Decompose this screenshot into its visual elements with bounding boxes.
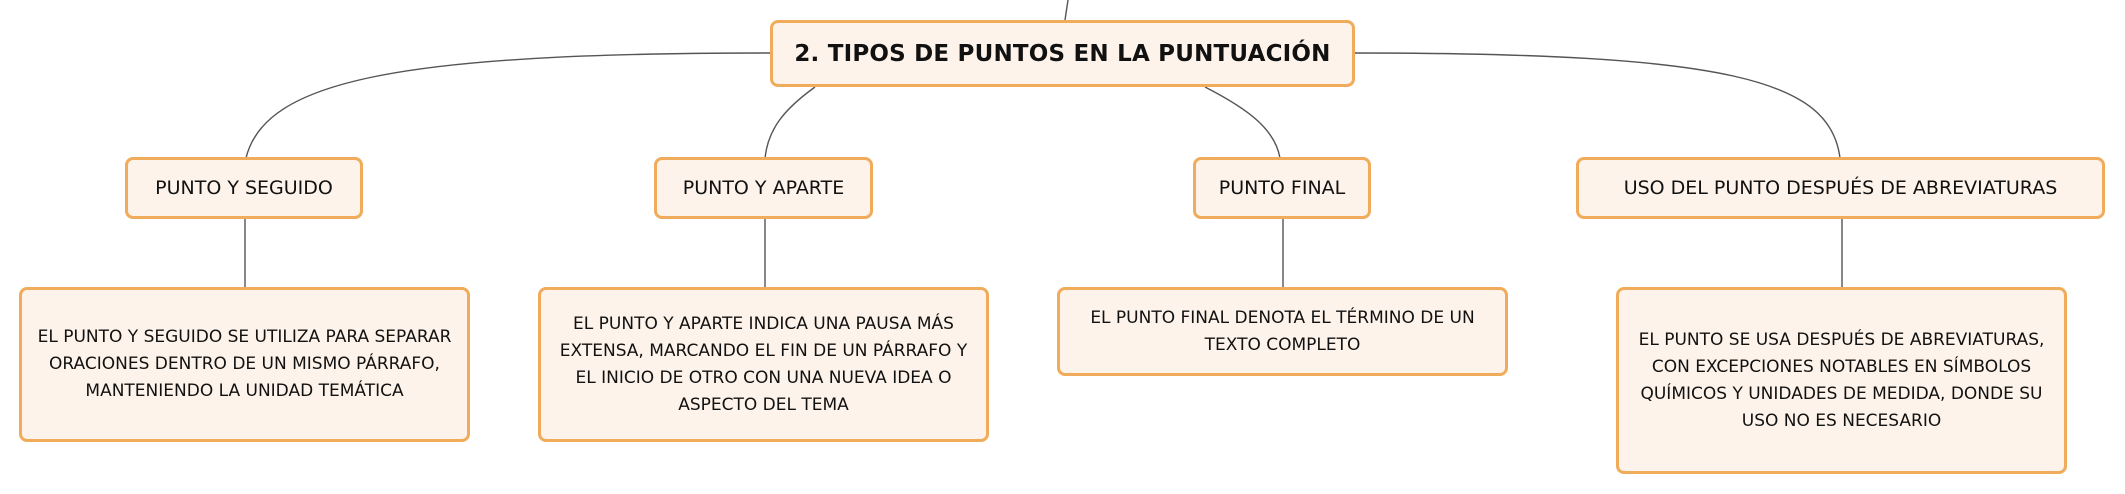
topic-node-uso-del-punto[interactable]: USO DEL PUNTO DESPUÉS DE ABREVIATURAS <box>1576 157 2105 219</box>
topic-node-punto-y-seguido[interactable]: PUNTO Y SEGUIDO <box>125 157 363 219</box>
topic-node-label: PUNTO FINAL <box>1218 177 1346 199</box>
root-node-label: 2. TIPOS DE PUNTOS EN LA PUNTUACIÓN <box>794 40 1331 67</box>
topic-node-punto-y-aparte[interactable]: PUNTO Y APARTE <box>654 157 873 219</box>
connector-root-topic-2 <box>764 86 816 159</box>
detail-node-uso-del-punto[interactable]: EL PUNTO SE USA DESPUÉS DE ABREVIATURAS,… <box>1616 287 2067 474</box>
connector-parent-root <box>1064 0 1069 21</box>
topic-node-label: USO DEL PUNTO DESPUÉS DE ABREVIATURAS <box>1623 177 2058 199</box>
connector-root-topic-1 <box>245 52 771 159</box>
detail-node-text: EL PUNTO SE USA DESPUÉS DE ABREVIATURAS,… <box>1638 329 2045 431</box>
detail-node-text: EL PUNTO Y SEGUIDO SE UTILIZA PARA SEPAR… <box>37 327 452 401</box>
detail-node-punto-y-aparte[interactable]: EL PUNTO Y APARTE INDICA UNA PAUSA MÁS E… <box>538 287 989 442</box>
topic-node-label: PUNTO Y APARTE <box>682 177 845 199</box>
topic-node-label: PUNTO Y SEGUIDO <box>155 177 333 199</box>
topic-node-punto-final[interactable]: PUNTO FINAL <box>1193 157 1371 219</box>
connector-root-topic-4 <box>1354 52 1841 159</box>
root-node[interactable]: 2. TIPOS DE PUNTOS EN LA PUNTUACIÓN <box>770 20 1355 87</box>
connector-root-topic-3 <box>1204 86 1281 159</box>
detail-node-text: EL PUNTO FINAL DENOTA EL TÉRMINO DE UN T… <box>1090 307 1475 355</box>
detail-node-punto-final[interactable]: EL PUNTO FINAL DENOTA EL TÉRMINO DE UN T… <box>1057 287 1508 376</box>
detail-node-text: EL PUNTO Y APARTE INDICA UNA PAUSA MÁS E… <box>559 313 968 415</box>
detail-node-punto-y-seguido[interactable]: EL PUNTO Y SEGUIDO SE UTILIZA PARA SEPAR… <box>19 287 470 442</box>
